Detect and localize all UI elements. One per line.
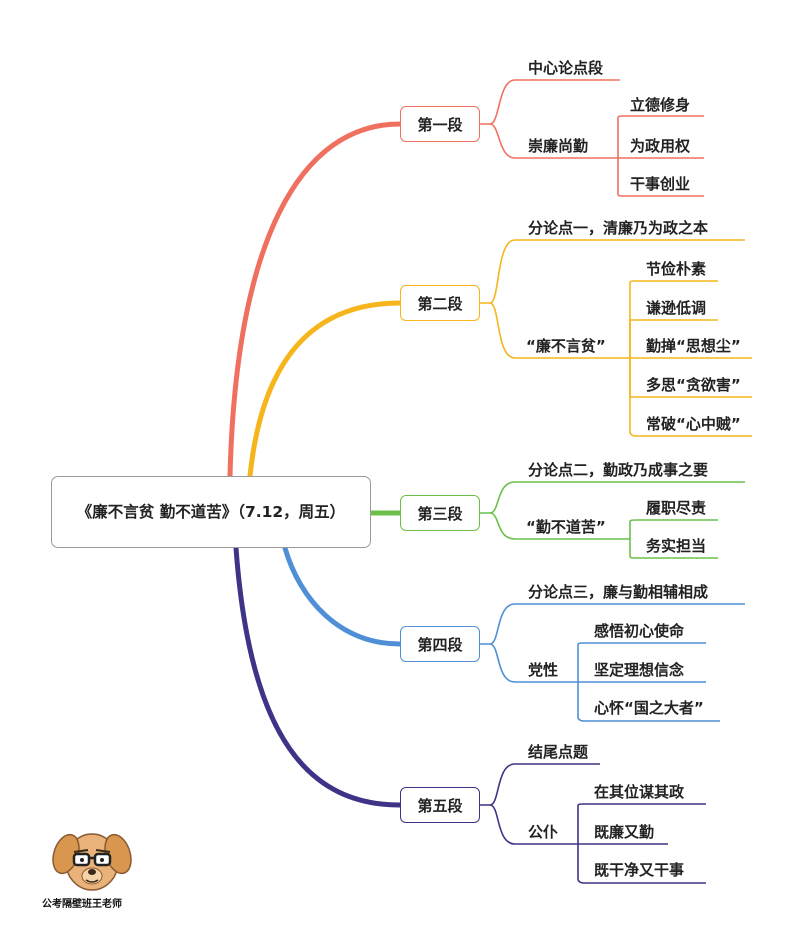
s5-sub-label[interactable]: 公仆 xyxy=(528,823,559,841)
s4-leaf-3[interactable]: 心怀“国之大者” xyxy=(594,699,704,717)
s2-leaf-1[interactable]: 节俭朴素 xyxy=(646,260,707,278)
s4-sub-label[interactable]: 党性 xyxy=(528,661,559,679)
section-3-label: 第三段 xyxy=(417,504,463,523)
s1-point-label[interactable]: 中心论点段 xyxy=(528,59,604,77)
s3-leaf-2[interactable]: 务实担当 xyxy=(646,537,707,555)
section-1-node[interactable]: 第一段 xyxy=(400,106,480,142)
branch-s4 xyxy=(282,545,403,647)
s1-leaf-3[interactable]: 干事创业 xyxy=(630,175,691,193)
s1-leaf-1[interactable]: 立德修身 xyxy=(630,96,691,114)
s5-point-label[interactable]: 结尾点题 xyxy=(528,743,589,761)
section-5-node[interactable]: 第五段 xyxy=(400,787,480,823)
root-node[interactable]: 《廉不言贫 勤不道苦》（7.12，周五） xyxy=(51,476,371,548)
s5-leaf-2[interactable]: 既廉又勤 xyxy=(594,823,655,841)
root-title: 《廉不言贫 勤不道苦》（7.12，周五） xyxy=(76,502,346,521)
s2-leaf-2[interactable]: 谦逊低调 xyxy=(646,299,707,317)
s2-connectors xyxy=(480,239,752,437)
s2-sub-label[interactable]: “廉不言贫” xyxy=(526,337,606,355)
s1-sub-label[interactable]: 崇廉尚勤 xyxy=(528,137,589,155)
s4-leaf-2[interactable]: 坚定理想信念 xyxy=(594,661,685,679)
s2-leaf-5[interactable]: 常破“心中贼” xyxy=(646,415,741,433)
branch-s2 xyxy=(247,300,403,479)
watermark-caption: 公考隔壁班王老师 xyxy=(42,899,122,910)
section-4-node[interactable]: 第四段 xyxy=(400,626,480,662)
s4-leaf-1[interactable]: 感悟初心使命 xyxy=(594,622,685,640)
s3-point-label[interactable]: 分论点二，勤政乃成事之要 xyxy=(528,461,709,479)
section-2-node[interactable]: 第二段 xyxy=(400,285,480,321)
s4-connectors xyxy=(480,603,745,722)
dog-with-glasses-icon xyxy=(52,833,132,891)
s5-leaf-1[interactable]: 在其位谋其政 xyxy=(594,783,685,801)
s2-leaf-4[interactable]: 多思“贪欲害” xyxy=(646,376,741,394)
s1-leaf-2[interactable]: 为政用权 xyxy=(630,137,691,155)
branch-s1 xyxy=(227,121,403,479)
section-1-label: 第一段 xyxy=(417,115,463,134)
section-3-node[interactable]: 第三段 xyxy=(400,495,480,531)
s3-sub-label[interactable]: “勤不道苦” xyxy=(526,518,606,536)
s2-leaf-3[interactable]: 勤掸“思想尘” xyxy=(646,337,741,355)
s1-connectors xyxy=(480,79,704,197)
s5-leaf-3[interactable]: 既干净又干事 xyxy=(594,861,685,879)
s2-point-label[interactable]: 分论点一，清廉乃为政之本 xyxy=(528,219,709,237)
section-4-label: 第四段 xyxy=(417,635,463,654)
s5-connectors xyxy=(480,763,706,884)
s4-point-label[interactable]: 分论点三，廉与勤相辅相成 xyxy=(528,583,709,601)
section-5-label: 第五段 xyxy=(417,796,463,815)
branch-s5 xyxy=(233,545,403,808)
s3-leaf-1[interactable]: 履职尽责 xyxy=(646,499,707,517)
s3-connectors xyxy=(480,481,745,559)
section-2-label: 第二段 xyxy=(417,294,463,313)
